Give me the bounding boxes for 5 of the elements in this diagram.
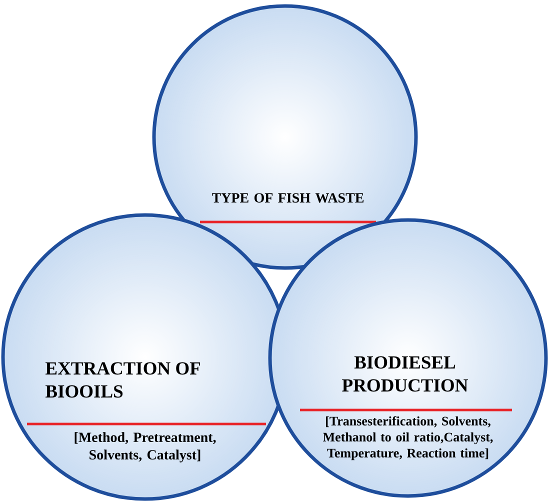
detail-text: [Method, Pretreatment, Solvents, Catalyst] [74, 432, 216, 462]
heading: TYPE OF FISH WASTE [212, 193, 364, 203]
heading: BIODIESEL PRODUCTION [342, 356, 468, 392]
detail-text: [Transesterification, Solvents, Methanol to oil ratio,Catalyst, Temperature, Reaction time] [323, 416, 493, 460]
heading: EXTRACTION OF BIOOILS [46, 362, 200, 398]
